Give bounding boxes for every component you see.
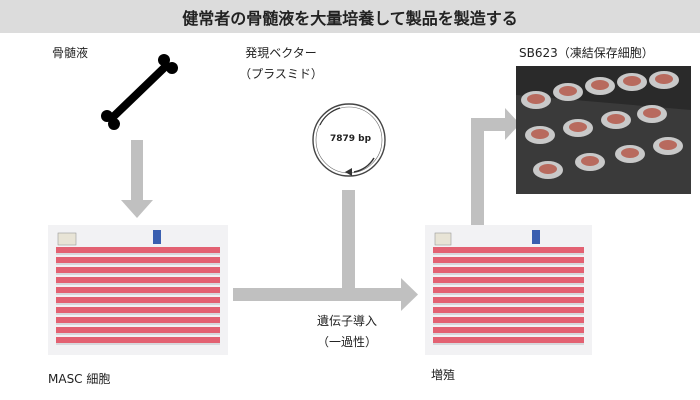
flask-layer-divider (433, 283, 584, 285)
vial-stopper (655, 74, 673, 84)
bone-marrow-label: 骨髄液 (52, 46, 89, 60)
flask-layer (56, 307, 220, 313)
vial-stopper (569, 122, 587, 132)
arrow-expansion-to-product (471, 108, 520, 226)
flask-layer (433, 327, 584, 333)
flask-layer-divider (56, 333, 220, 335)
flask-layer-divider (56, 303, 220, 305)
vial-stopper (591, 80, 609, 90)
vial-stopper (643, 108, 661, 118)
flask-cap (57, 232, 77, 246)
arrow-vector-joint (342, 190, 355, 290)
flask-layer (433, 317, 584, 323)
vial-stopper (581, 156, 599, 166)
gene-transfer-label: 遺伝子導入 （一過性） (282, 312, 412, 350)
flask-layer (56, 267, 220, 273)
arrow-bone-to-masc (121, 140, 153, 218)
flask-layer-divider (56, 343, 220, 345)
plasmid-icon (312, 103, 386, 177)
flask-port (153, 230, 161, 244)
flask-layer (433, 267, 584, 273)
vector-label-line1: 発現ベクター (245, 46, 317, 60)
flask-layer-divider (433, 333, 584, 335)
flask-layer (56, 287, 220, 293)
bone-icon (101, 54, 178, 130)
diagram-title: 健常者の骨髄液を大量培養して製品を製造する (0, 0, 700, 33)
flask-layer-divider (433, 273, 584, 275)
flask-layer (433, 337, 584, 343)
gene-transfer-line2: （一過性） (316, 335, 377, 349)
flask-layer-divider (56, 283, 220, 285)
flask-layer (433, 287, 584, 293)
vial-stopper (539, 164, 557, 174)
vial-stopper (607, 114, 625, 124)
vial-stopper (659, 140, 677, 150)
flask-layer (433, 297, 584, 303)
flask-layer (56, 257, 220, 263)
flask-layer (56, 247, 220, 253)
flask-layer (56, 297, 220, 303)
flask-layer (56, 277, 220, 283)
flask-layer-divider (433, 303, 584, 305)
masc-flask-stack (48, 225, 228, 355)
flask-layer-divider (433, 343, 584, 345)
flask-layer-divider (56, 293, 220, 295)
flask-layer-divider (433, 313, 584, 315)
flask-layer (56, 337, 220, 343)
flask-layer-divider (56, 273, 220, 275)
expansion-flask-stack (425, 225, 592, 355)
expansion-label: 増殖 (431, 368, 456, 382)
flask-cap (434, 232, 452, 246)
flask-layer-divider (56, 263, 220, 265)
vial-stopper (621, 148, 639, 158)
vector-label-line2: （プラスミド） (239, 67, 323, 81)
gene-transfer-line1: 遺伝子導入 (316, 314, 377, 328)
flask-layer-divider (56, 313, 220, 315)
vial-stopper (531, 129, 549, 139)
flask-layer (433, 277, 584, 283)
flask-port (532, 230, 540, 244)
flask-layer (433, 247, 584, 253)
flask-layer-divider (433, 263, 584, 265)
product-label: SB623（凍結保存細胞） (519, 46, 654, 60)
flask-layer (433, 307, 584, 313)
vial-stopper (527, 94, 545, 104)
vial-stopper (623, 76, 641, 86)
flask-layer (56, 317, 220, 323)
vector-label: 発現ベクター （プラスミド） (238, 44, 324, 82)
arrow-masc-to-expansion (233, 278, 418, 311)
flask-layer-divider (433, 253, 584, 255)
masc-cells-label: MASC 細胞 (48, 372, 111, 386)
flask-layer-divider (56, 323, 220, 325)
plasmid-size-label: 7879 bp (330, 134, 372, 144)
frozen-vials-photo (516, 66, 691, 194)
flask-layer-divider (433, 323, 584, 325)
flow-arrows (121, 108, 520, 311)
flask-layer-divider (433, 293, 584, 295)
flask-layer (56, 327, 220, 333)
vial-stopper (559, 86, 577, 96)
flask-layer (433, 257, 584, 263)
flask-layer-divider (56, 253, 220, 255)
